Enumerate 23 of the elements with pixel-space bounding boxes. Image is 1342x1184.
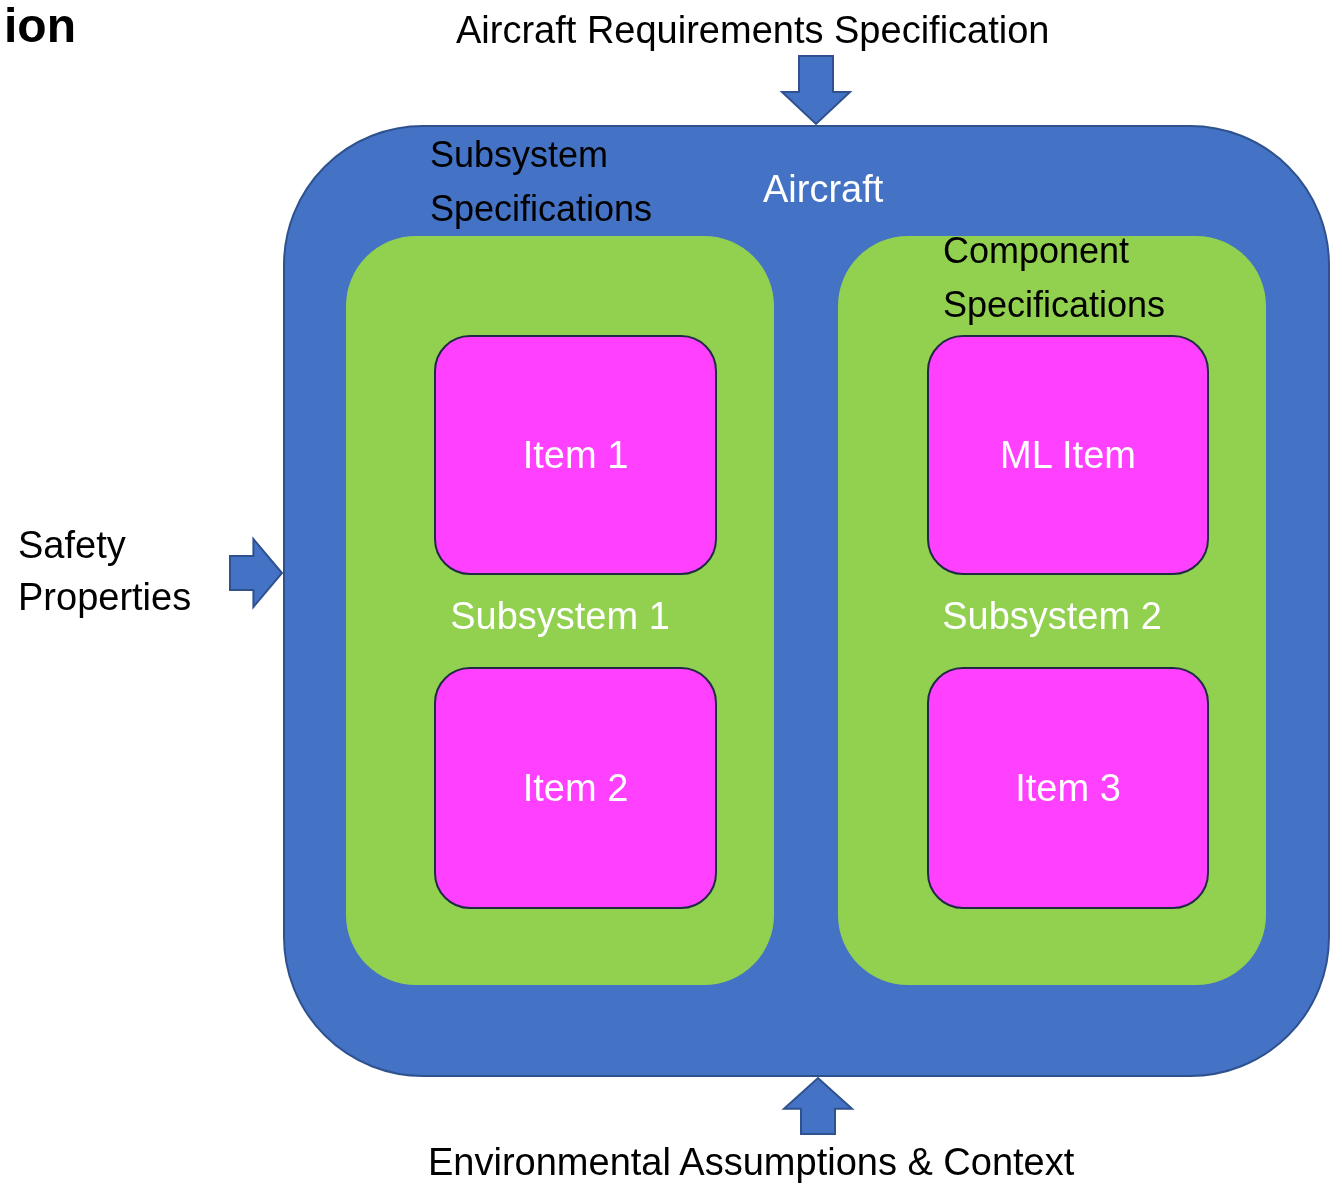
title-fragment: ion	[4, 0, 76, 52]
block-arrow	[781, 1076, 855, 1135]
item-label: Item 3	[1015, 765, 1121, 811]
container-label: Subsystem 1	[449, 594, 671, 639]
item-box	[434, 667, 717, 909]
node-text: Aircraft Requirements Specification	[456, 4, 1176, 54]
item-box	[927, 335, 1209, 575]
item-label: ML Item	[1000, 432, 1136, 478]
item-label: Item 2	[522, 765, 629, 811]
item-box	[434, 335, 717, 575]
block-arrow	[779, 55, 853, 126]
item-box	[927, 667, 1209, 909]
node-text: Environmental Assumptions & Context	[428, 1136, 1208, 1184]
spec-label: Subsystem Specifications	[430, 133, 654, 231]
system-container	[283, 125, 1330, 1077]
container-label: Subsystem 2	[941, 594, 1163, 639]
block-arrow	[229, 536, 284, 610]
item-label: Item 1	[522, 432, 629, 478]
subsystem-container	[838, 236, 1266, 985]
container-label: Aircraft	[763, 167, 884, 212]
node-text: Safety Properties	[18, 519, 228, 627]
subsystem-container	[346, 236, 774, 985]
spec-label: Component Specifications	[943, 229, 1167, 327]
